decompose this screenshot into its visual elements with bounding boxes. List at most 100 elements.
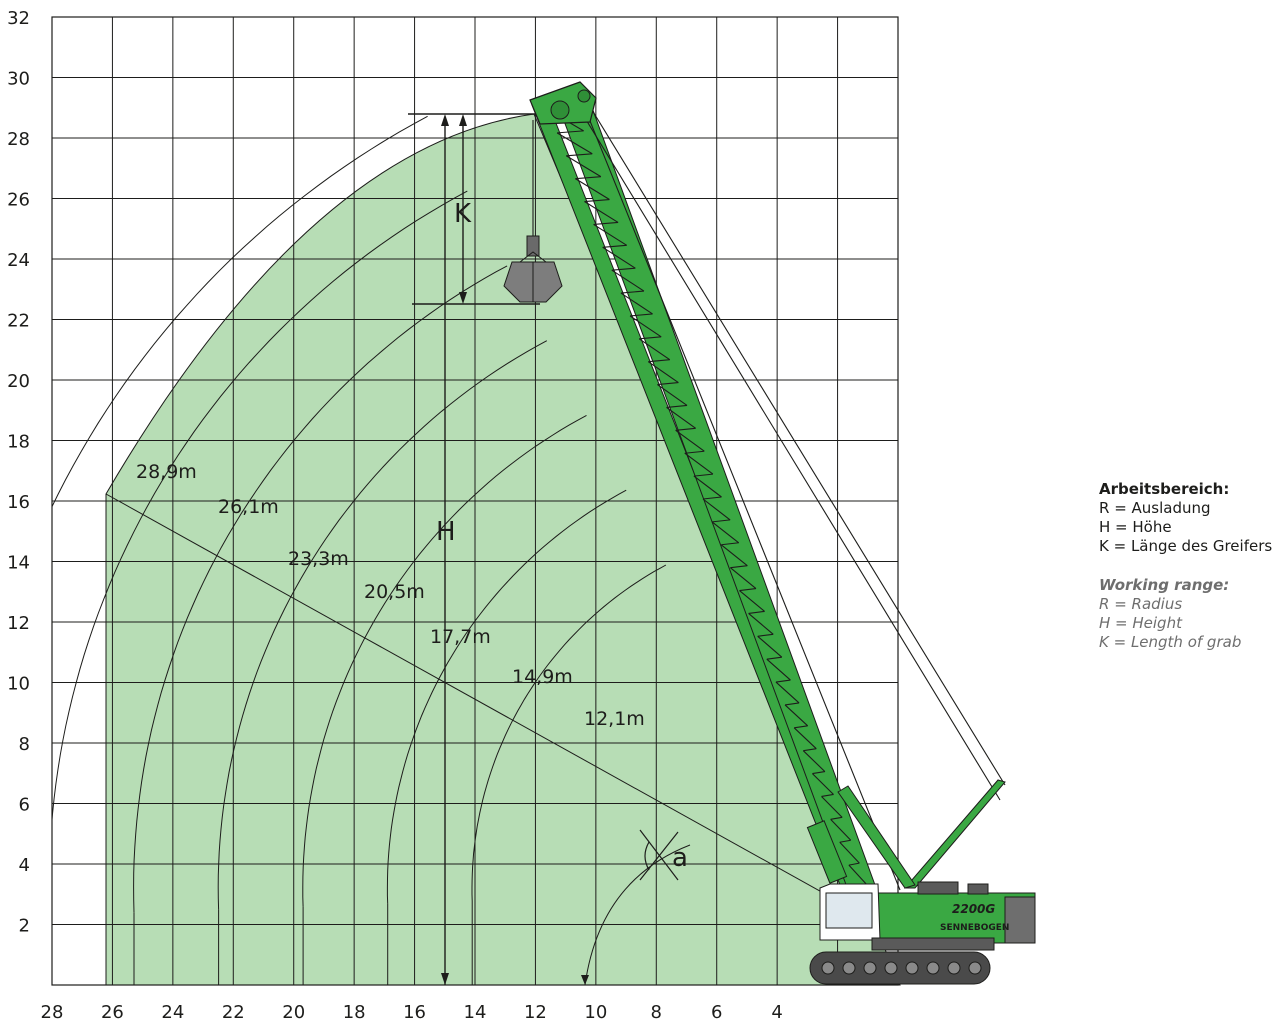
x-tick-label: 22: [222, 1002, 245, 1023]
x-tick-label: 14: [464, 1002, 487, 1023]
y-tick-label: 14: [7, 553, 30, 574]
y-tick-label: 24: [7, 250, 30, 271]
legend: Arbeitsbereich: R = Ausladung H = Höhe K…: [1099, 480, 1285, 652]
y-tick-label: 28: [7, 129, 30, 150]
lattice-brace: [666, 404, 688, 409]
x-tick-label: 10: [584, 1002, 607, 1023]
manufacturer-label: SENNEBOGEN: [940, 923, 1009, 933]
radius-label: 20,5m: [364, 581, 425, 603]
lattice-brace: [693, 473, 713, 477]
y-tick-label: 4: [19, 855, 30, 876]
legend-german: Arbeitsbereich: R = Ausladung H = Höhe K…: [1099, 480, 1285, 556]
x-tick-label: 18: [343, 1002, 366, 1023]
track-roller: [968, 961, 982, 975]
lattice-brace: [748, 610, 765, 614]
lattice-brace: [556, 132, 593, 155]
lattice-brace: [620, 290, 644, 294]
model-label: 2200G: [952, 902, 995, 916]
lattice-brace: [757, 635, 783, 658]
lattice-brace: [693, 475, 722, 498]
radius-label: 23,3m: [288, 548, 349, 570]
grab-bucket: [503, 235, 563, 303]
legend-english-title: Working range:: [1099, 576, 1230, 594]
legend-english-line: H = Height: [1099, 614, 1182, 632]
legend-english-line: R = Radius: [1099, 595, 1183, 613]
lattice-brace: [784, 702, 800, 706]
lattice-brace: [657, 384, 688, 406]
lattice-brace: [584, 198, 610, 203]
x-tick-label: 12: [524, 1002, 547, 1023]
crawler-track: [809, 951, 991, 985]
radius-arcs: [52, 115, 691, 985]
radius-label: 14,9m: [512, 666, 573, 688]
x-tick-label: 20: [282, 1002, 305, 1023]
lattice-brace: [830, 818, 852, 841]
radius-label: 12,1m: [584, 708, 645, 730]
lattice-brace: [812, 773, 834, 795]
legend-german-title: Arbeitsbereich:: [1099, 480, 1230, 498]
y-tick-label: 22: [7, 311, 30, 332]
lattice-brace: [566, 153, 593, 157]
lattice-brace: [748, 612, 774, 635]
lattice-brace: [848, 862, 860, 866]
lattice-brace: [794, 725, 808, 729]
y-tick-label: 26: [7, 190, 30, 211]
lattice-brace: [712, 519, 731, 523]
radius-arc: [302, 414, 587, 907]
x-tick-label: 26: [101, 1002, 124, 1023]
lattice-brace: [775, 681, 800, 704]
track-roller: [821, 961, 835, 975]
track-roller: [947, 961, 961, 975]
y-tick-label: 18: [7, 432, 30, 453]
lattice-brace: [803, 748, 817, 752]
lattice-brace: [630, 313, 653, 317]
track-roller: [905, 961, 919, 975]
lattice-brace: [821, 796, 843, 818]
radius-arc: [471, 564, 667, 902]
lattice-brace: [757, 633, 774, 637]
lattice-brace: [593, 223, 627, 246]
lattice-brace: [821, 793, 834, 798]
lattice-brace: [711, 521, 740, 544]
legend-german-line: R = Ausladung: [1099, 499, 1211, 517]
x-tick-label: 16: [403, 1002, 426, 1023]
height-label: H: [436, 517, 456, 547]
radius-label: 26,1m: [218, 496, 279, 518]
lattice-brace: [602, 246, 636, 269]
radius-label: 17,7m: [430, 626, 491, 648]
hoist-ropes: [532, 109, 1006, 891]
lattice-brace: [839, 841, 860, 864]
y-tick-label: 16: [7, 492, 30, 513]
lattice-brace: [638, 338, 671, 361]
working-range-envelope: [105, 113, 901, 986]
grab-length-dimension: [408, 113, 540, 305]
lattice-brace: [839, 839, 851, 843]
height-dimension: [441, 114, 449, 985]
lattice-brace: [575, 176, 601, 180]
x-tick-label: 6: [711, 1002, 722, 1023]
radius-arc: [52, 190, 468, 826]
lattice-brace: [684, 450, 705, 454]
lattice-brace: [766, 658, 791, 681]
track-roller: [863, 961, 877, 975]
track-roller: [884, 961, 898, 975]
lattice-brace: [784, 704, 809, 727]
y-tick-label: 2: [19, 916, 30, 937]
lattice-brace: [648, 359, 670, 363]
lattice-brace: [739, 587, 757, 592]
lattice-brace: [593, 221, 619, 225]
radius-arc: [52, 115, 428, 508]
lattice-brace: [848, 864, 869, 887]
boom-head: [529, 81, 597, 125]
legend-german-line: K = Länge des Greifers: [1099, 537, 1273, 555]
lattice-brace: [730, 567, 757, 589]
grab-length-label: K: [454, 199, 472, 229]
lattice-brace: [812, 771, 825, 775]
angle-arc-arrow: [581, 975, 589, 985]
guide-line-upper: [105, 493, 846, 906]
lattice-brace: [629, 315, 662, 338]
lattice-brace: [675, 429, 705, 452]
